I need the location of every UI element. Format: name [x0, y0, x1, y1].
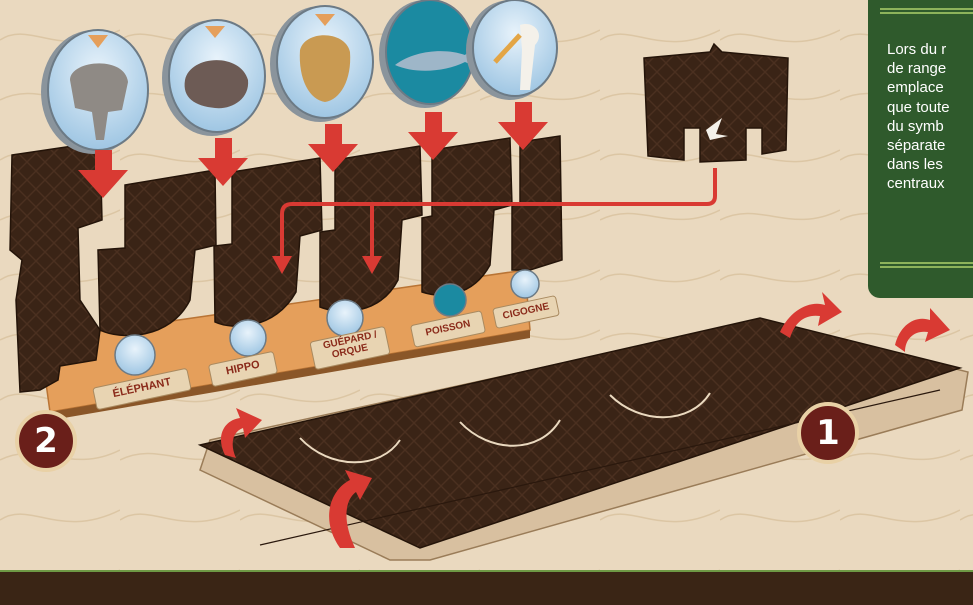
instruction-line: que toute — [887, 98, 973, 117]
token-stack-elephant — [41, 30, 148, 154]
instruction-line: Lors du r — [887, 40, 973, 59]
separator-piece — [644, 44, 788, 162]
panel-bottom-rule — [880, 262, 973, 268]
instruction-line: de range — [887, 59, 973, 78]
instruction-line: dans les — [887, 155, 973, 174]
hippo-token-icon — [185, 60, 249, 108]
instruction-line: emplace — [887, 78, 973, 97]
instruction-line: centraux — [887, 174, 973, 193]
bottom-strip — [0, 572, 973, 605]
token-stack-cheetah — [270, 6, 373, 122]
token-stack-hippo — [162, 20, 265, 136]
step-2-badge: 2 — [15, 410, 77, 472]
instruction-line: du symb — [887, 117, 973, 136]
panel-top-rule — [880, 8, 973, 14]
step-1-badge: 1 — [797, 402, 859, 464]
instruction-line: séparate — [887, 136, 973, 155]
instruction-panel: Lors du r de range emplace que toute du … — [868, 0, 973, 298]
